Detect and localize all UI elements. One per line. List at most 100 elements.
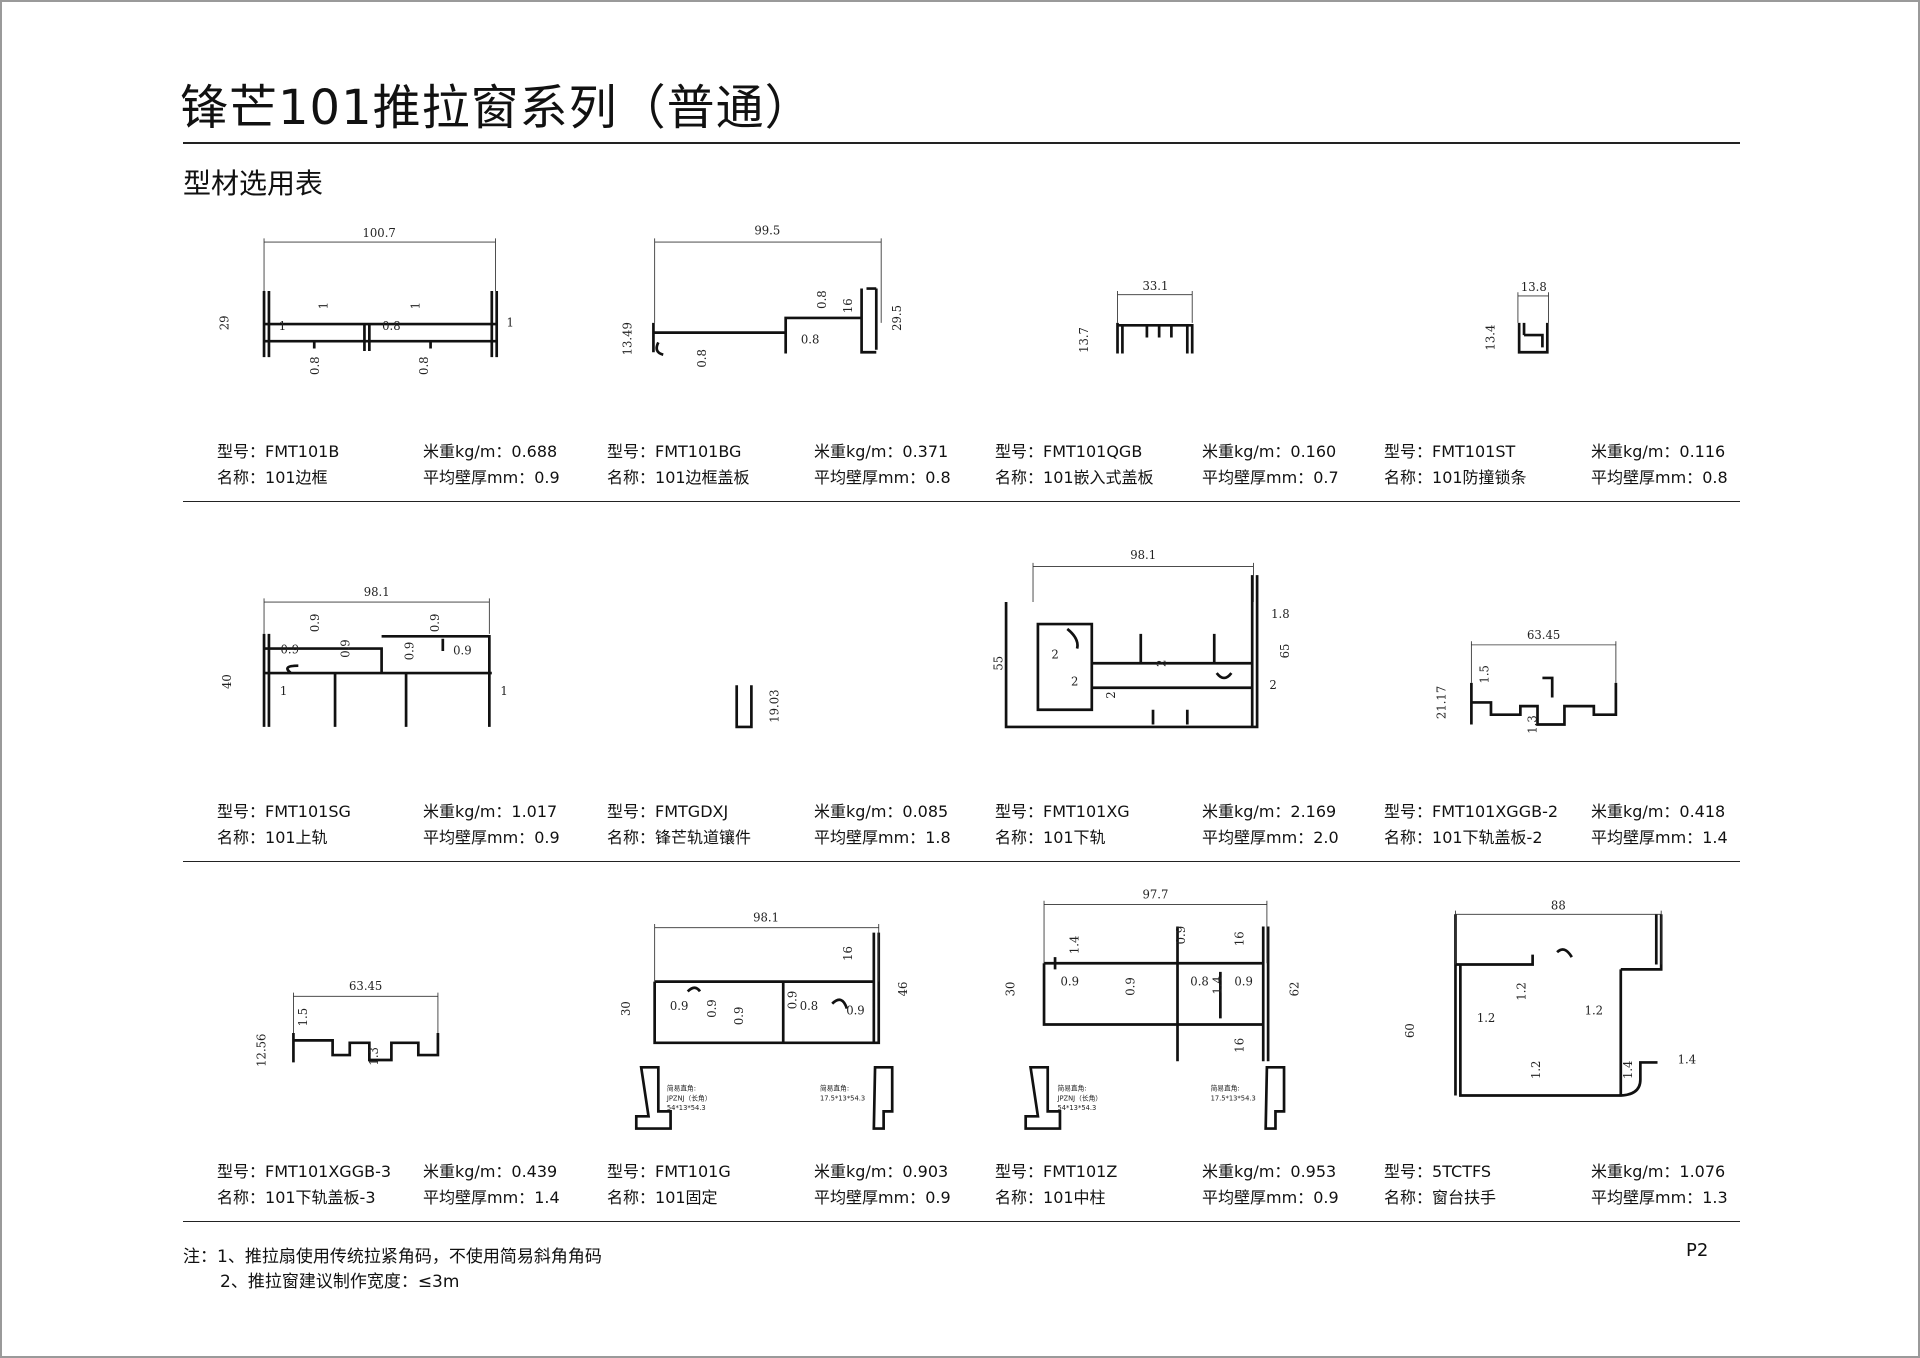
profile-drawing-fmt101sg <box>262 633 492 727</box>
profile-name-text: 101下轨 <box>1043 828 1106 847</box>
dimension-label: 13.4 <box>1484 325 1498 351</box>
dimension-label: 0.9 <box>1061 974 1080 988</box>
wall-thickness-text: 0.8 <box>1702 468 1728 487</box>
wall-thickness-text: 0.7 <box>1313 468 1339 487</box>
profile-drawing-fmt101g <box>634 932 894 1130</box>
dimension-label: 97.7 <box>1143 887 1169 901</box>
unit-weight: 米重kg/m：0.116 <box>1591 438 1725 462</box>
model-number-text: FMTGDXJ <box>655 802 729 821</box>
profile-drawing-fmt101z <box>1024 926 1286 1130</box>
corner-connector-note: 17.5*13*54.3 <box>820 1094 865 1102</box>
unit-weight-text: 米重kg/m： <box>423 1162 512 1181</box>
dimension-label: 0.9 <box>1234 974 1253 988</box>
unit-weight: 米重kg/m：0.903 <box>814 1158 948 1182</box>
dimension-line <box>1470 641 1617 683</box>
unit-weight: 米重kg/m：2.169 <box>1202 798 1336 822</box>
dimension-label: 1.3 <box>1525 715 1539 733</box>
profile-name-text: 锋芒轨道镶件 <box>655 828 752 847</box>
dimension-label: 0.8 <box>800 999 819 1013</box>
dimension-label: 1.2 <box>1477 1011 1496 1025</box>
model-number: 型号：FMT101XGGB-2 <box>1384 798 1558 822</box>
profile-name-text: 名称： <box>607 828 656 847</box>
dimension-label: 0.8 <box>695 349 709 368</box>
model-number: 型号：FMT101ST <box>1384 438 1515 462</box>
profile-name-text: 101下轨盖板-3 <box>265 1188 376 1207</box>
profile-drawing-fmt101qgb <box>1116 322 1194 354</box>
dimension-label: 1.4 <box>1678 1053 1696 1067</box>
model-number-text: 型号： <box>995 802 1044 821</box>
profile-name: 名称：窗台扶手 <box>1384 1184 1496 1208</box>
dimension-label: 0.9 <box>281 642 300 656</box>
unit-weight-text: 0.371 <box>902 442 949 461</box>
unit-weight-text: 米重kg/m： <box>814 802 903 821</box>
profile-name: 名称：101固定 <box>607 1184 718 1208</box>
dimension-label: 2 <box>1269 678 1276 692</box>
unit-weight: 米重kg/m：1.076 <box>1591 1158 1725 1182</box>
dimension-label: 88 <box>1551 898 1566 912</box>
corner-notes: 简易直角:JPZNJ（长角）54*13*54.3简易直角:17.5*13*54.… <box>666 1084 1256 1113</box>
dimension-label: 13.7 <box>1077 327 1091 353</box>
dimension-line <box>263 238 496 291</box>
corner-connector-icon <box>1024 1065 1286 1130</box>
wall-thickness: 平均壁厚mm：0.9 <box>814 1184 951 1208</box>
profile-name-text: 101防撞锁条 <box>1432 468 1527 487</box>
unit-weight: 米重kg/m：0.688 <box>423 438 557 462</box>
profile-name-text: 101上轨 <box>265 828 328 847</box>
unit-weight: 米重kg/m：0.160 <box>1202 438 1336 462</box>
model-number-text: 5TCTFS <box>1432 1162 1492 1181</box>
profile-name: 名称：101嵌入式盖板 <box>995 464 1154 488</box>
dimension-label: 0.9 <box>786 991 800 1010</box>
dimension-label: 0.9 <box>402 642 416 661</box>
wall-thickness-text: 1.4 <box>534 1188 560 1207</box>
profile-name-text: 101中柱 <box>1043 1188 1106 1207</box>
profile-name-text: 名称： <box>995 1188 1044 1207</box>
unit-weight-text: 米重kg/m： <box>1202 1162 1291 1181</box>
profile-name-text: 101下轨盖板-2 <box>1432 828 1543 847</box>
model-number-text: 型号： <box>607 802 656 821</box>
note-1: 注：1、推拉扇使用传统拉紧角码，不使用简易斜角角码 <box>183 1247 602 1267</box>
profile-name-text: 101边框 <box>265 468 328 487</box>
model-number: 型号：FMT101QGB <box>995 438 1142 462</box>
profile-name-text: 名称： <box>1384 468 1433 487</box>
unit-weight-text: 米重kg/m： <box>814 1162 903 1181</box>
unit-weight-text: 米重kg/m： <box>1591 1162 1680 1181</box>
profile-drawing-fmt101b <box>262 291 499 358</box>
unit-weight: 米重kg/m：0.439 <box>423 1158 557 1182</box>
unit-weight-text: 米重kg/m： <box>423 802 512 821</box>
corner-connector-note: 简易直角: <box>667 1084 696 1093</box>
dimension-lines <box>263 238 1662 1034</box>
profile-drawing-fmt101xggb-3 <box>292 1033 440 1063</box>
model-number-text: FMT101XGGB-2 <box>1432 802 1559 821</box>
model-number: 型号：FMTGDXJ <box>607 798 728 822</box>
model-number: 型号：5TCTFS <box>1384 1158 1491 1182</box>
profile-name: 名称：锋芒轨道镶件 <box>607 824 751 848</box>
dimension-label: 0.9 <box>732 1007 746 1026</box>
dimension-label: 100.7 <box>363 226 396 240</box>
wall-thickness-text: 0.9 <box>534 468 560 487</box>
model-number-text: 型号： <box>995 1162 1044 1181</box>
wall-thickness-text: 0.9 <box>534 828 560 847</box>
dimension-label: 1.5 <box>1478 665 1492 683</box>
corner-connector-note: 17.5*13*54.3 <box>1211 1094 1256 1102</box>
dimension-label: 40 <box>220 674 234 689</box>
wall-thickness: 平均壁厚mm：1.4 <box>423 1184 560 1208</box>
dimension-label: 0.8 <box>801 333 820 347</box>
dimension-label: 19.03 <box>767 689 781 722</box>
wall-thickness: 平均壁厚mm：0.7 <box>1202 464 1339 488</box>
dimension-label: 1.2 <box>1529 1061 1543 1079</box>
wall-thickness-text: 1.8 <box>925 828 951 847</box>
unit-weight-text: 0.116 <box>1679 442 1726 461</box>
wall-thickness-text: 平均壁厚mm： <box>814 828 926 847</box>
dimension-line <box>654 924 880 982</box>
dimension-label: 0.9 <box>339 639 353 658</box>
dimension-label: 1.4 <box>1211 976 1225 995</box>
profile-name-text: 名称： <box>1384 1188 1433 1207</box>
unit-weight-text: 米重kg/m： <box>1591 442 1680 461</box>
dimension-label: 2 <box>1071 674 1078 688</box>
dimension-label: 2 <box>1154 660 1168 667</box>
dimension-label: 0.9 <box>705 999 719 1018</box>
dimension-label: 0.9 <box>453 644 472 658</box>
profile-name-text: 名称： <box>607 1188 656 1207</box>
dimension-label: 0.8 <box>815 290 829 309</box>
